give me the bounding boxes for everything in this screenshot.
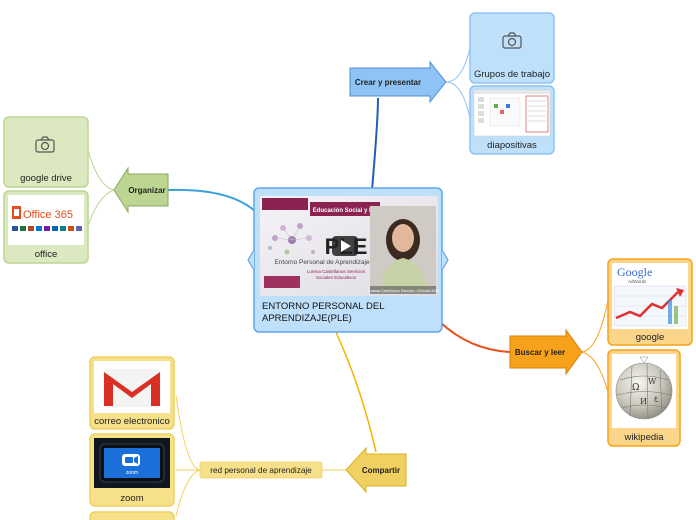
branch-buscar[interactable]: Buscar y leer <box>509 328 583 376</box>
node-correo-electronico[interactable]: correo electronico <box>89 356 175 430</box>
buscar-label: Buscar y leer <box>515 348 565 357</box>
camera-icon <box>35 136 55 153</box>
connector-google <box>581 299 609 353</box>
node-google[interactable]: Google AdWords google <box>607 258 693 346</box>
node-wikipedia[interactable]: Ω W И ع wikipedia <box>607 349 681 447</box>
zoom-label: zoom <box>120 493 143 504</box>
connector-crear <box>371 97 379 191</box>
node-diapositivas[interactable]: diapositivas <box>469 85 555 155</box>
slides-screenshot <box>473 89 551 137</box>
svg-text:zoom: zoom <box>126 470 138 476</box>
node-partial[interactable] <box>89 511 175 520</box>
connector-third <box>175 469 201 517</box>
branch-organizar[interactable]: Organizar <box>113 166 169 214</box>
connector-correo <box>175 395 201 471</box>
central-node[interactable]: Educación Social y EC PLE Entorno Person… <box>247 187 449 333</box>
wikipedia-globe: Ω W И ع <box>612 354 676 428</box>
diapositivas-label: diapositivas <box>487 140 537 151</box>
connector-buscar <box>439 321 511 353</box>
svg-text:Google: Google <box>617 265 652 279</box>
svg-text:Office 365: Office 365 <box>23 209 73 221</box>
video-subcaption-2: Sociales Educativos <box>316 275 357 280</box>
connectors <box>87 47 609 517</box>
mindmap-sketch <box>268 223 315 255</box>
node-zoom[interactable]: zoom zoom <box>89 433 175 507</box>
svg-text:ع: ع <box>654 394 659 402</box>
correo-label: correo electronico <box>94 416 170 427</box>
grupos-label: Grupos de trabajo <box>474 69 550 80</box>
office-label: office <box>35 249 58 260</box>
node-office[interactable]: Office 365 office <box>3 190 89 264</box>
play-button-icon[interactable] <box>332 236 358 256</box>
node-grupos-de-trabajo[interactable]: Grupos de trabajo <box>469 12 555 84</box>
video-subcaption-1: Lorena Castellanos Servicios <box>307 269 366 274</box>
compartir-label: Compartir <box>362 466 400 475</box>
connector-office <box>87 189 115 227</box>
presenter-photo <box>370 206 436 292</box>
connector-compartir <box>335 331 377 453</box>
google-drive-label: google drive <box>20 173 72 184</box>
central-title-line1: ENTORNO PERSONAL DEL <box>262 301 384 312</box>
video-thumbnail[interactable]: Educación Social y EC PLE Entorno Person… <box>260 196 439 296</box>
branch-compartir[interactable]: Compartir <box>345 446 407 494</box>
svg-text:И: И <box>640 397 647 406</box>
crear-label: Crear y presentar <box>355 78 421 87</box>
central-title-line2: APRENDIZAJE(PLE) <box>262 313 352 324</box>
node-google-drive[interactable]: google drive <box>3 116 89 188</box>
connector-diapositivas <box>445 81 471 119</box>
connector-grupos <box>445 47 471 83</box>
google-label: google <box>636 332 665 343</box>
google-chart: Google AdWords <box>612 263 688 329</box>
video-banner: Educación Social y EC <box>313 208 378 214</box>
connector-wikipedia <box>581 351 609 393</box>
zoom-phone: zoom <box>94 438 170 488</box>
svg-text:AdWords: AdWords <box>628 279 647 284</box>
video-footer: Lorena Castellanos Sánchez, Orihuela 201… <box>369 289 440 293</box>
red-personal-label: red personal de aprendizaje <box>210 466 312 475</box>
subtopic-red-personal[interactable]: red personal de aprendizaje <box>199 461 323 479</box>
camera-icon <box>502 32 522 49</box>
connector-organizar <box>167 188 257 213</box>
branch-crear[interactable]: Crear y presentar <box>349 60 447 104</box>
connector-google-drive <box>87 149 115 191</box>
svg-text:W: W <box>648 377 657 386</box>
video-caption: Entorno Personal de Aprendizaje <box>274 259 369 266</box>
svg-text:Ω: Ω <box>632 383 639 393</box>
wikipedia-label: wikipedia <box>623 432 664 443</box>
office365-logo: Office 365 <box>8 195 84 245</box>
gmail-logo <box>94 361 170 413</box>
organizar-label: Organizar <box>128 186 165 195</box>
